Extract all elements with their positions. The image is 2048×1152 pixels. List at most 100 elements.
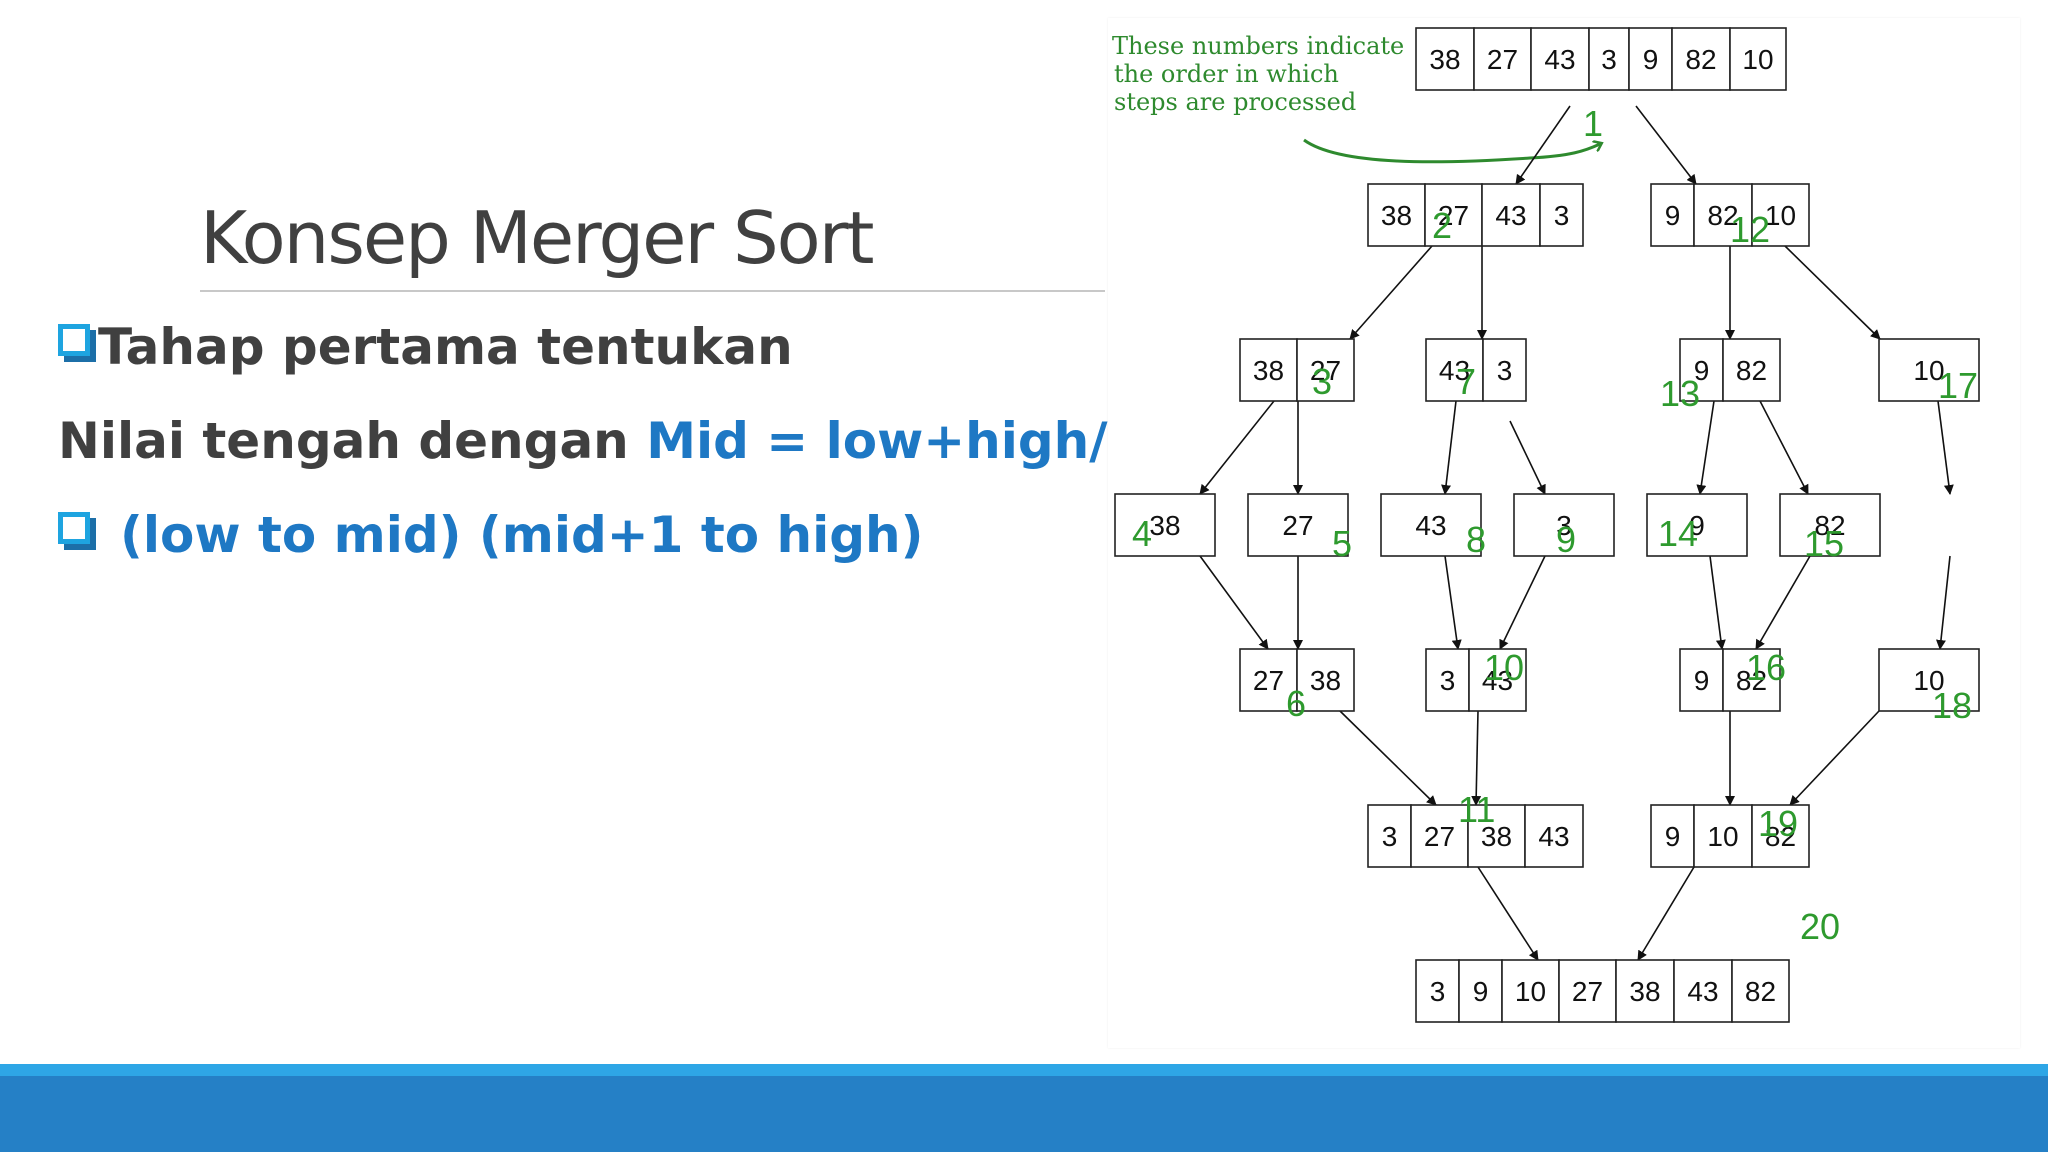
array-cell: [1410, 804, 1469, 868]
split-merge-arrow: [1709, 555, 1726, 650]
split-merge-arrow: [1339, 710, 1437, 806]
array-cell: [1588, 27, 1630, 91]
annotation-note: These numbers indicate the order in whic…: [1112, 32, 1600, 164]
split-merge-arrow: [1471, 710, 1482, 806]
array-cell-value: 10: [1742, 44, 1773, 75]
array-cell: [1501, 959, 1560, 1023]
array-box: 3: [1513, 493, 1615, 557]
array-cell-value: 3: [1497, 355, 1513, 386]
array-cell: [1296, 338, 1355, 402]
split-merge-arrow: [1199, 400, 1275, 495]
annotation-note-line: These numbers indicate: [1112, 32, 1404, 60]
array-cell: [1650, 183, 1695, 247]
array-cell-value: 3: [1382, 821, 1398, 852]
split-merge-arrow: [1199, 555, 1269, 650]
step-order-number: 20: [1800, 906, 1840, 947]
split-merge-arrow: [1789, 710, 1880, 806]
array-cell-value: 38: [1481, 821, 1512, 852]
array-box: 82: [1779, 493, 1881, 557]
array-box: 43 3: [1425, 338, 1527, 402]
array-cell-value: 9: [1689, 510, 1705, 541]
checkbox-bullet-icon: [58, 324, 90, 356]
split-merge-arrow: [1937, 400, 1954, 495]
array-cell-value: 9: [1643, 44, 1659, 75]
array-cell: [1239, 338, 1298, 402]
split-merge-arrow: [1477, 866, 1539, 961]
array-cell-value: 3: [1554, 200, 1570, 231]
array-cell-value: 82: [1765, 821, 1796, 852]
array-cell-value: 10: [1913, 355, 1944, 386]
split-merge-arrow: [1349, 245, 1433, 340]
array-cell: [1467, 804, 1526, 868]
annotation-note-line: the order in which: [1114, 60, 1339, 88]
slide-title: Konsep Merger Sort: [200, 196, 875, 280]
array-cell: [1530, 27, 1590, 91]
array-cell-value: 82: [1685, 44, 1716, 75]
array-cell: [1367, 183, 1426, 247]
array-cell: [1425, 648, 1470, 712]
footer-band-light: [0, 1064, 2048, 1076]
array-cell-value: 3: [1430, 976, 1446, 1007]
split-merge-arrow: [1759, 400, 1809, 495]
step-order-number: 1: [1583, 103, 1603, 144]
array-cell-value: 38: [1310, 665, 1341, 696]
array-cell: [1679, 648, 1724, 712]
array-cell-value: 43: [1439, 355, 1470, 386]
split-merge-arrow: [1696, 400, 1715, 495]
array-cell: [1247, 493, 1349, 557]
array-cell-value: 38: [1381, 200, 1412, 231]
array-cell-value: 10: [1707, 821, 1738, 852]
array-cell-value: 38: [1253, 355, 1284, 386]
array-cell-value: 27: [1572, 976, 1603, 1007]
array-cell: [1878, 648, 1980, 712]
step-order-number: 15: [1804, 523, 1844, 564]
array-cell: [1239, 648, 1298, 712]
array-cell-value: 38: [1149, 510, 1180, 541]
checkbox-bullet-icon: [58, 512, 90, 544]
array-cell-value: 38: [1629, 976, 1660, 1007]
array-cell-value: 43: [1538, 821, 1569, 852]
array-cell: [1380, 493, 1482, 557]
array-cell-value: 27: [1487, 44, 1518, 75]
step-order-number: 17: [1938, 365, 1978, 406]
array-cell-value: 38: [1429, 44, 1460, 75]
title-underline: [200, 290, 1105, 292]
array-box: 10: [1878, 648, 1980, 712]
array-cell-value: 10: [1515, 976, 1546, 1007]
array-cell: [1628, 27, 1673, 91]
array-cell: [1481, 183, 1541, 247]
array-cell-value: 27: [1310, 355, 1341, 386]
split-merge-arrow: [1444, 555, 1462, 650]
split-merge-arrow: [1441, 400, 1457, 495]
array-box: 38 27: [1239, 338, 1355, 402]
split-merge-arrow: [1509, 420, 1546, 495]
bullet-line-3-text: (low to mid) (mid+1 to high): [120, 506, 924, 564]
array-cell: [1539, 183, 1584, 247]
array-cell-value: 82: [1814, 510, 1845, 541]
array-cell: [1524, 804, 1584, 868]
array-box: 9: [1646, 493, 1748, 557]
split-merge-arrow: [1515, 105, 1571, 185]
array-cell: [1673, 959, 1733, 1023]
array-cell-value: 82: [1736, 355, 1767, 386]
step-order-number: 9: [1556, 519, 1576, 560]
array-cell: [1615, 959, 1675, 1023]
step-order-number: 5: [1332, 523, 1352, 564]
split-merge-arrow: [1935, 555, 1951, 650]
array-cell: [1679, 338, 1724, 402]
step-order-number: 8: [1466, 519, 1486, 560]
split-merge-arrow: [1637, 866, 1695, 961]
array-cell-value: 43: [1482, 665, 1513, 696]
array-cell-value: 9: [1694, 355, 1710, 386]
array-cell: [1751, 804, 1810, 868]
step-order-number: 12: [1730, 209, 1770, 250]
step-order-number: 10: [1484, 647, 1524, 688]
array-cell: [1482, 338, 1527, 402]
